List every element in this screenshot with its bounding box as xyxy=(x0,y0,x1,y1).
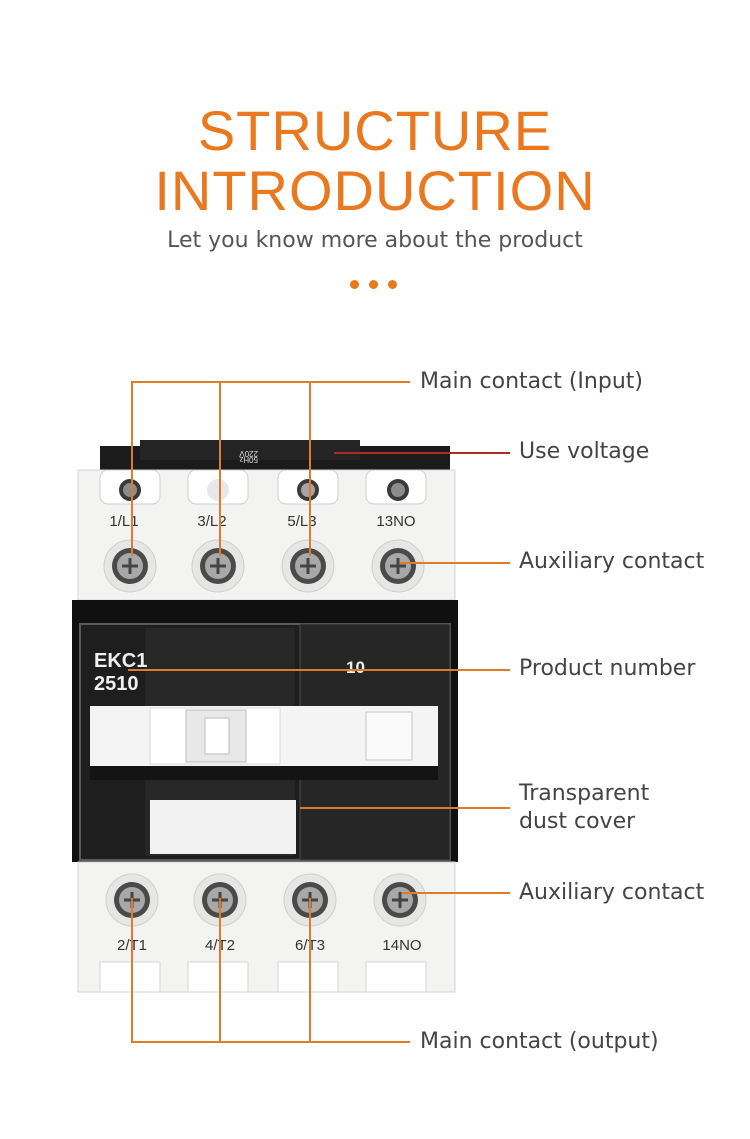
top-terminal-screws xyxy=(103,539,425,593)
label-main-contact-input: Main contact (Input) xyxy=(420,369,643,394)
voltage-line-1: 220V xyxy=(239,449,258,458)
dot-icon xyxy=(369,280,378,289)
label-main-contact-output: Main contact (output) xyxy=(420,1029,659,1054)
dot-icon xyxy=(388,280,397,289)
label-use-voltage: Use voltage xyxy=(519,439,650,464)
model-number-line-2: 2510 xyxy=(94,673,139,695)
top-small-screws xyxy=(119,479,409,501)
label-auxiliary-contact-bottom: Auxiliary contact xyxy=(519,880,705,905)
terminal-label: 13NO xyxy=(376,513,415,530)
terminal-label: 3/L2 xyxy=(197,513,226,530)
subtitle: Let you know more about the product xyxy=(167,228,583,253)
title-line-2: INTRODUCTION xyxy=(154,159,596,222)
dot-icon xyxy=(350,280,359,289)
label-auxiliary-contact-top: Auxiliary contact xyxy=(519,549,705,574)
terminal-label: 5/L3 xyxy=(287,513,316,530)
label-transparent-cover-2: dust cover xyxy=(519,809,636,834)
label-plate xyxy=(150,800,296,854)
label-transparent-cover-1: Transparent xyxy=(519,781,650,806)
terminal-label: 14NO xyxy=(382,937,421,954)
label-product-number: Product number xyxy=(519,656,696,681)
title-line-1: STRUCTURE xyxy=(197,99,553,162)
callout-lines xyxy=(128,381,510,1043)
terminal-label: 1/L1 xyxy=(109,513,138,530)
model-number-line-1: EKC1 xyxy=(94,650,147,672)
contact-code: 10 xyxy=(346,658,365,677)
decorative-dots xyxy=(350,280,400,290)
voltage-line-2: 50Hz xyxy=(239,455,258,464)
